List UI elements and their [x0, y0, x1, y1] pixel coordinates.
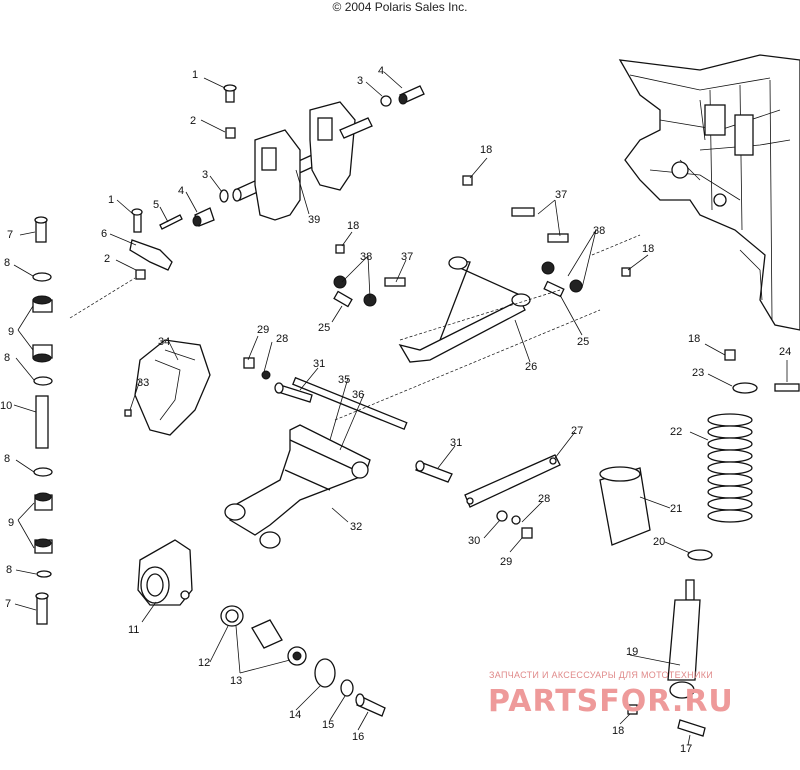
callout-28a: 28	[538, 493, 550, 505]
copyright-notice: © 2004 Polaris Sales Inc.	[332, 0, 468, 14]
callout-24: 24	[779, 346, 791, 358]
callout-1a: 1	[192, 69, 198, 81]
callout-4b: 4	[178, 185, 184, 197]
coil-spring	[707, 413, 753, 523]
callout-18a: 18	[480, 144, 492, 156]
callout-34: 34	[158, 336, 170, 348]
callout-38a: 38	[593, 225, 605, 237]
callout-9a: 9	[8, 326, 14, 338]
callout-15: 15	[322, 719, 334, 731]
callout-17: 17	[680, 743, 692, 755]
bearing-carrier	[137, 539, 386, 717]
callout-10: 10	[0, 400, 12, 412]
callout-21: 21	[670, 503, 682, 515]
callout-14: 14	[289, 709, 301, 721]
left-stack	[32, 216, 53, 625]
callout-8c: 8	[4, 453, 10, 465]
frame-section	[618, 54, 800, 331]
callout-23: 23	[692, 367, 704, 379]
callout-8b: 8	[4, 352, 10, 364]
callout-27: 27	[571, 425, 583, 437]
callout-38b: 38	[360, 251, 372, 263]
callout-33: 33	[137, 377, 149, 389]
callout-18e: 18	[612, 725, 624, 737]
callout-18b: 18	[347, 220, 359, 232]
callout-36: 36	[352, 389, 364, 401]
callout-9b: 9	[8, 517, 14, 529]
callout-29a: 29	[500, 556, 512, 568]
leader-lines	[13, 71, 788, 746]
callout-28b: 28	[276, 333, 288, 345]
callout-2b: 2	[104, 253, 110, 265]
callout-11: 11	[128, 624, 139, 636]
callout-25a: 25	[318, 322, 330, 334]
callout-31a: 31	[313, 358, 325, 370]
callout-35: 35	[338, 374, 350, 386]
callout-18d: 18	[688, 333, 700, 345]
upper-a-arm	[333, 207, 631, 363]
callout-labels: 1 2 3 4 1 4 3 5 6 2 7 8 9 8 10 8 9 8 7 1…	[0, 65, 791, 755]
callout-1b: 1	[108, 194, 114, 206]
callout-26: 26	[525, 361, 537, 373]
callout-13: 13	[230, 675, 242, 687]
callout-16: 16	[352, 731, 364, 743]
alignment-lines	[69, 234, 641, 421]
watermark-tagline: ЗАПЧАСТИ И АКСЕССУАРЫ ДЛЯ МОТОТЕХНИКИ	[489, 670, 714, 680]
shock-absorber	[599, 349, 800, 737]
callout-31b: 31	[450, 437, 462, 449]
callout-25b: 25	[577, 336, 589, 348]
callout-5: 5	[153, 199, 159, 211]
callout-2a: 2	[190, 115, 196, 127]
stabilizer-link	[464, 454, 561, 539]
callout-30: 30	[468, 535, 480, 547]
callout-3a: 3	[357, 75, 363, 87]
callout-39: 39	[308, 214, 320, 226]
callout-37a: 37	[555, 189, 567, 201]
callout-3b: 3	[202, 169, 208, 181]
callout-18c: 18	[642, 243, 654, 255]
pivot-shaft-assembly	[232, 101, 373, 221]
top-hardware	[129, 84, 473, 280]
callout-32: 32	[350, 521, 362, 533]
callout-12: 12	[198, 657, 210, 669]
callout-37b: 37	[401, 251, 413, 263]
callout-29b: 29	[257, 324, 269, 336]
callout-7a: 7	[7, 229, 13, 241]
callout-22: 22	[670, 426, 682, 438]
callout-8d: 8	[6, 564, 12, 576]
watermark-logo: PARTSFOR.RU	[488, 684, 734, 719]
lower-a-arm	[224, 357, 453, 549]
callout-4a: 4	[378, 65, 384, 77]
callout-6: 6	[101, 228, 107, 240]
skid-plate	[124, 339, 211, 436]
callout-20: 20	[653, 536, 665, 548]
callout-19: 19	[626, 646, 638, 658]
callout-7b: 7	[5, 598, 11, 610]
callout-8a: 8	[4, 257, 10, 269]
